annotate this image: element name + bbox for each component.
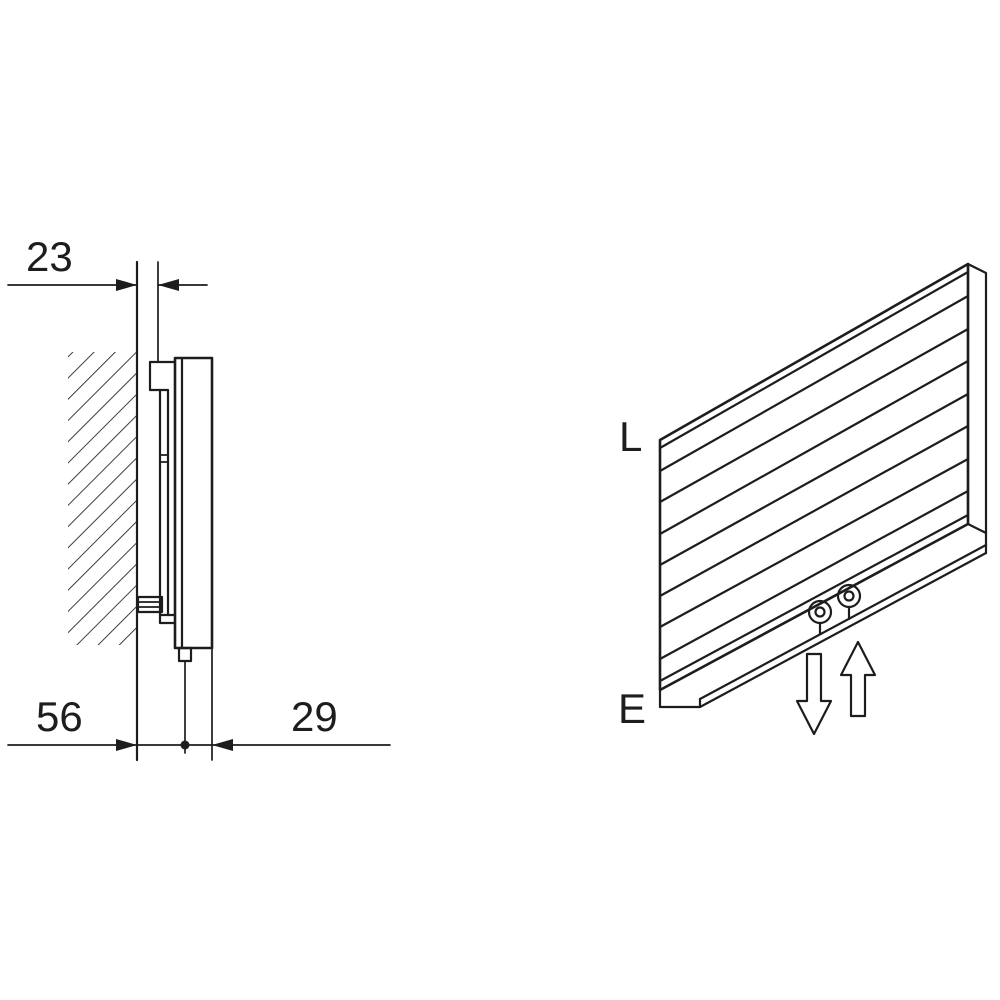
arrow-right-icon — [116, 279, 137, 291]
connection-ring-inner — [843, 590, 855, 602]
slat-line — [658, 513, 970, 683]
dim-29-label: 29 — [291, 693, 338, 740]
slat-line — [658, 294, 970, 473]
pipe-connections — [807, 583, 862, 636]
bracket-top-hook — [148, 360, 177, 392]
radiator-side-profile — [173, 356, 214, 663]
slat-line — [658, 489, 970, 661]
side-view: 23 56 29 — [7, 233, 391, 762]
slat-line — [658, 457, 970, 629]
bracket-bottom-hook — [158, 613, 177, 625]
panel-end-face — [966, 262, 988, 535]
arrow-right-icon — [116, 739, 137, 751]
rail-left-foot — [658, 688, 702, 709]
perspective-view: L E — [618, 262, 988, 736]
slat-line — [658, 424, 970, 598]
arrow-down-icon — [795, 652, 833, 736]
arrow-left-icon — [212, 739, 233, 751]
dimension-56-29: 56 29 — [7, 693, 391, 751]
mounting-bracket — [136, 360, 177, 625]
slat-line — [658, 359, 970, 536]
slat-line — [658, 392, 970, 567]
dim-56-label: 56 — [36, 693, 83, 740]
connection-ring-inner — [814, 606, 826, 618]
radiator-connection-foot — [177, 646, 193, 663]
slat-line — [658, 270, 970, 450]
wall-hatching — [68, 352, 137, 645]
bottom-rail — [658, 531, 988, 709]
rail-top-line — [698, 543, 988, 701]
dimension-23: 23 — [7, 233, 208, 291]
connection-ring — [807, 599, 833, 625]
radiator-body-outline — [173, 356, 214, 650]
label-L: L — [619, 413, 642, 460]
dimension-point-dot — [180, 740, 190, 750]
bracket-arm — [158, 388, 170, 617]
arrow-left-icon — [158, 279, 179, 291]
bracket-bolt — [136, 595, 164, 614]
dim-23-label: 23 — [26, 233, 73, 280]
arrow-up-icon — [839, 640, 877, 718]
rail-bottom-line — [698, 551, 988, 709]
slat-line — [658, 327, 970, 504]
connection-ring — [836, 583, 862, 609]
label-E: E — [618, 685, 646, 732]
radiator-panel — [658, 262, 988, 692]
